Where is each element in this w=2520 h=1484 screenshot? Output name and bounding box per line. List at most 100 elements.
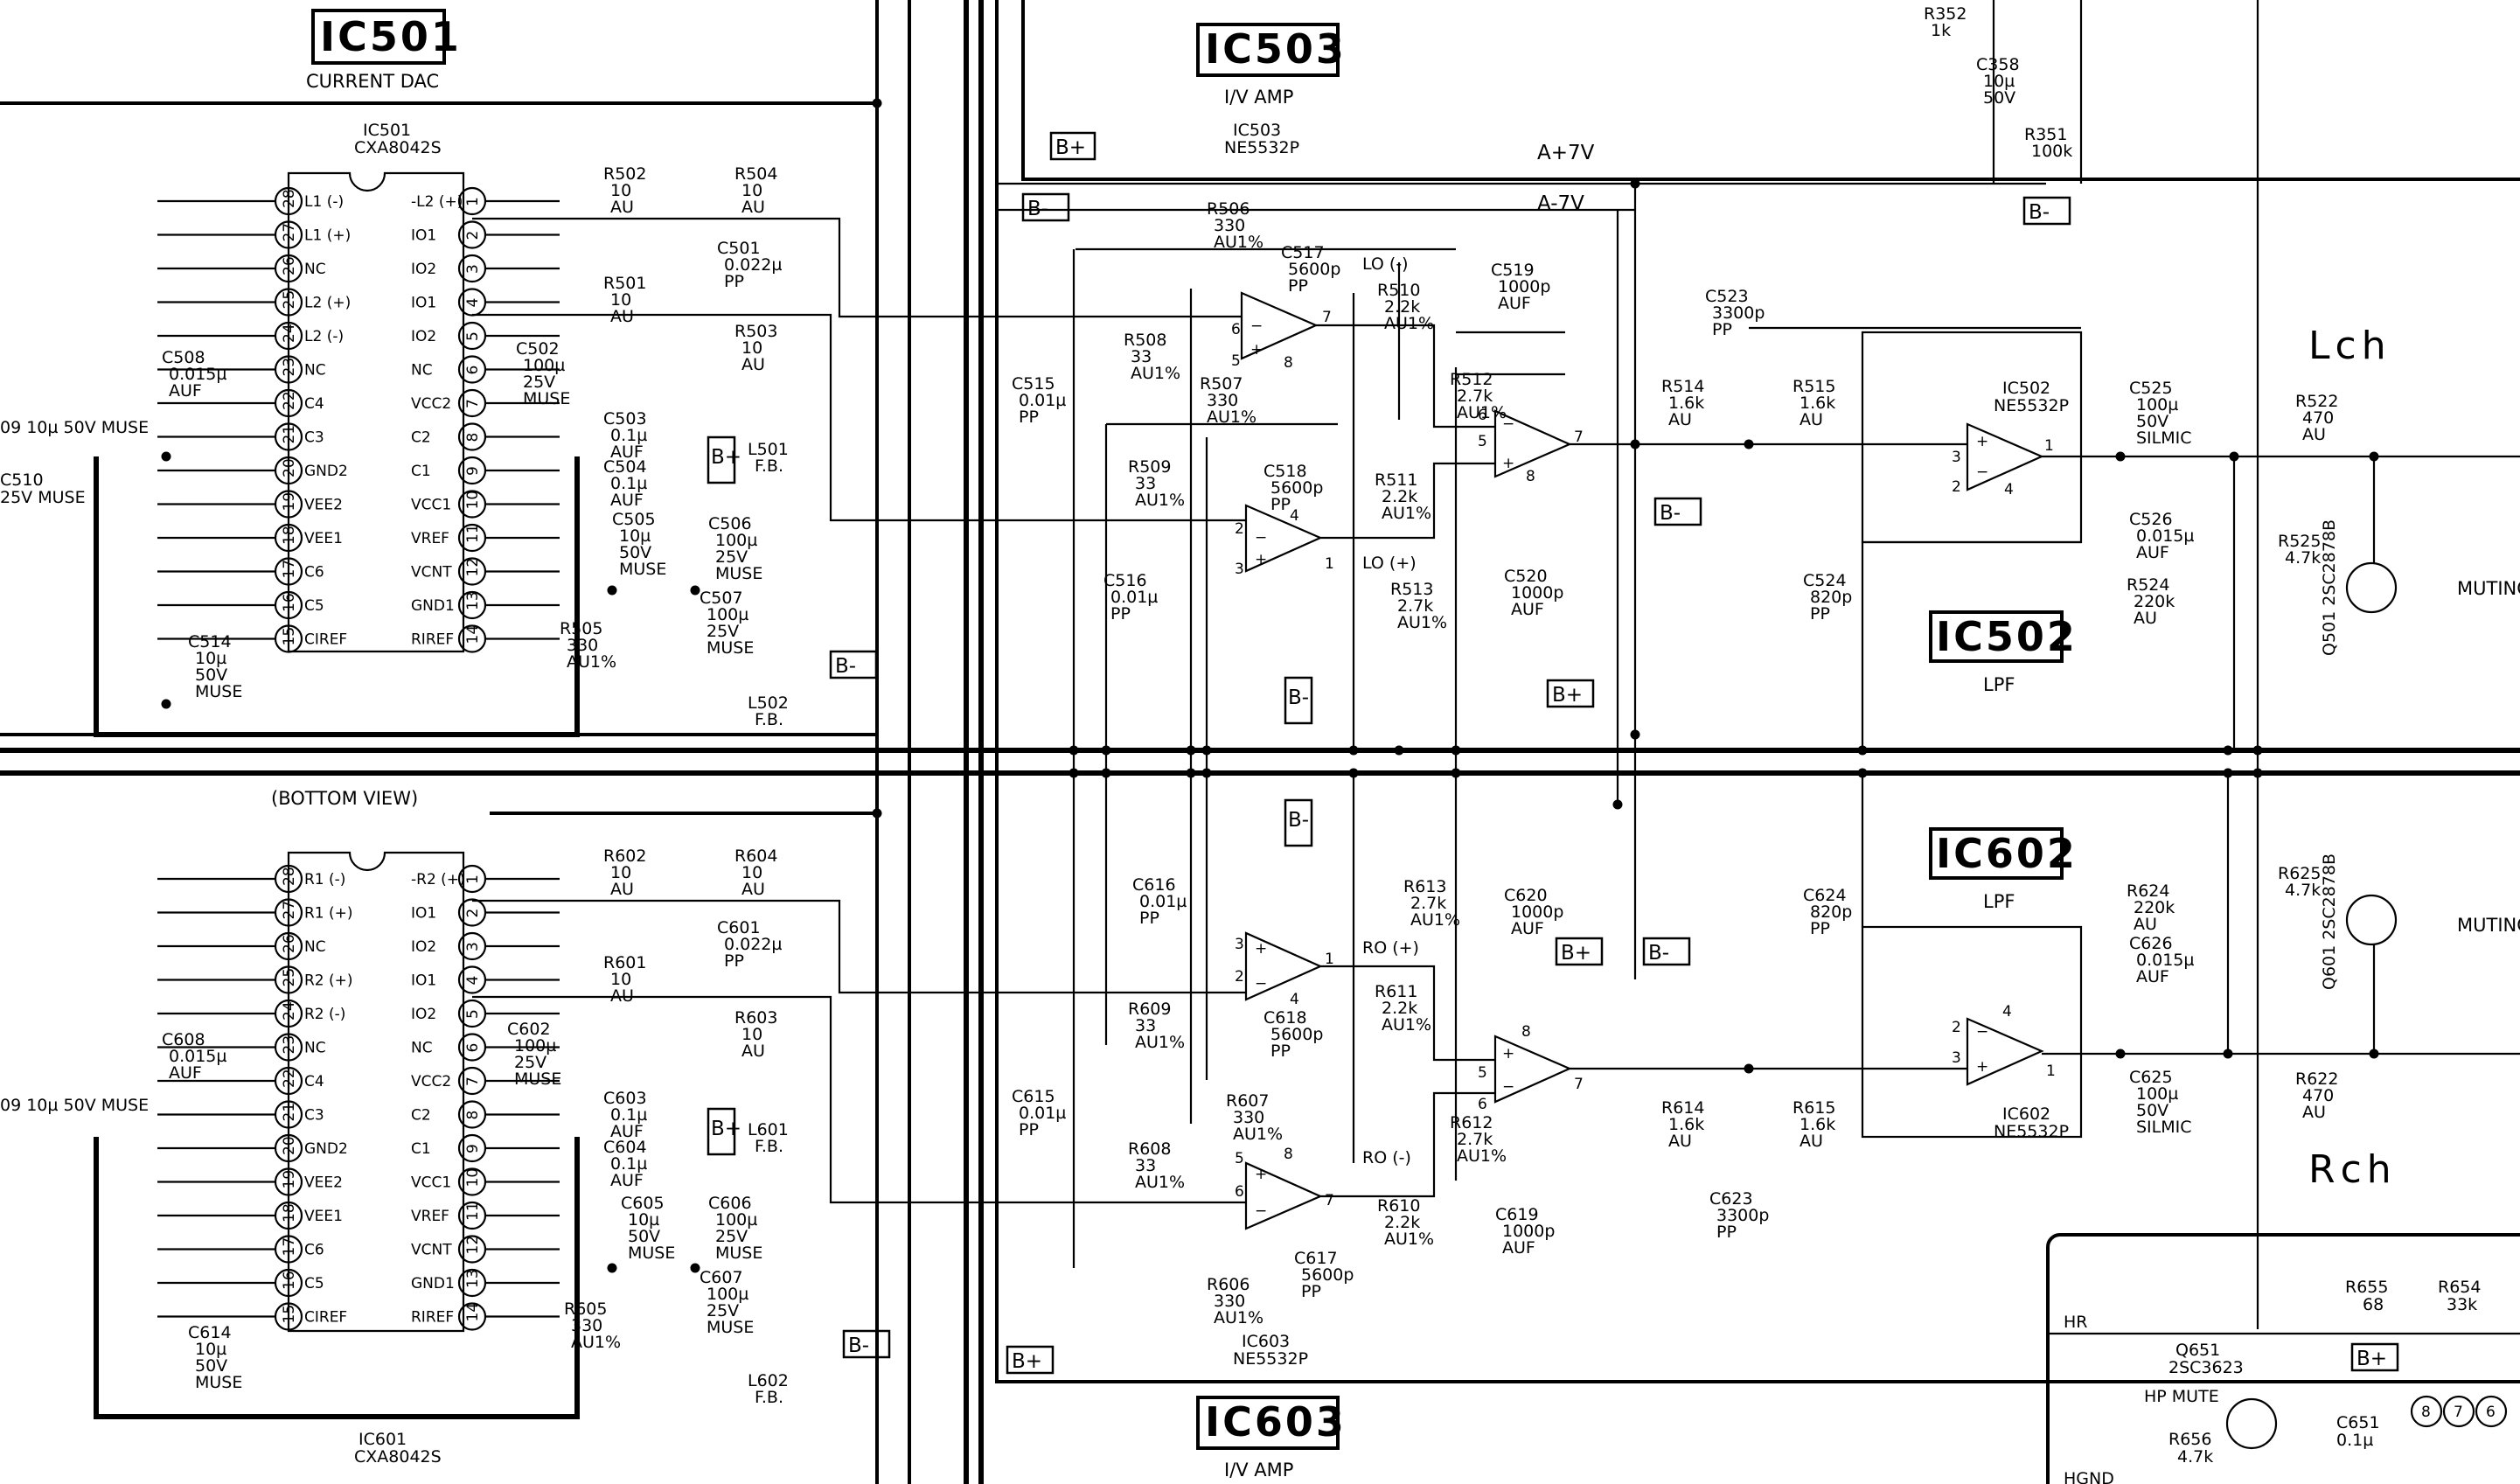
component-ref: R509 (1128, 457, 1171, 477)
ic603-ref: IC603 (1242, 1332, 1290, 1351)
component-value: 5600p (1301, 1265, 1354, 1285)
component-value: 0.01µ (1139, 892, 1187, 911)
svg-text:B-: B- (1027, 198, 1048, 220)
component-ref: L501 (748, 440, 789, 459)
output-section: Lch Rch MUTING MUTING Q501 2SC2878B Q601… (2308, 324, 2520, 1192)
junction-dot (2229, 451, 2239, 462)
svg-text:B+: B+ (1055, 136, 1086, 159)
component-value: 10 (610, 181, 631, 200)
svg-text:B-: B- (1288, 686, 1309, 709)
component-ref: R622 (2295, 1069, 2338, 1089)
dac-pin-number: 9 (464, 1144, 482, 1153)
r655-label: R655 (2345, 1278, 2388, 1297)
svg-text:−: − (1255, 1202, 1267, 1220)
component-ref: R601 (603, 953, 646, 972)
component-value: 0.015µ (169, 365, 226, 384)
component-ref: C520 (1504, 567, 1548, 586)
dac-pin-label: NC (304, 261, 326, 278)
component-ref: C605 (621, 1194, 665, 1213)
svg-text:6: 6 (1478, 407, 1487, 424)
component-ref: R505 (560, 619, 602, 638)
component-value: 10 (741, 1025, 762, 1044)
component-value: PP (1019, 1120, 1039, 1139)
component-value: AUF (2136, 967, 2169, 986)
component-ref: C501 (717, 239, 761, 258)
svg-text:4: 4 (1290, 991, 1299, 1008)
component-ref: C358 (1976, 55, 2020, 74)
q501-transistor (2345, 561, 2398, 614)
dac-pin-number: 26 (281, 934, 298, 953)
component-value: 10µ (195, 649, 226, 668)
component-ref: R352 (1924, 4, 1967, 24)
junction-dot (690, 585, 700, 596)
component-value: 50V (628, 1227, 660, 1246)
svg-text:8: 8 (1521, 1023, 1531, 1041)
component-value: 50V (1983, 88, 2015, 108)
component-value: 50V (2136, 1101, 2168, 1120)
svg-text:5: 5 (1478, 433, 1487, 450)
svg-text:1: 1 (2044, 437, 2054, 455)
dac-pin-label: IO2 (411, 1006, 436, 1023)
component-value: 10 (610, 290, 631, 310)
dac-pin-number: 14 (464, 625, 482, 644)
svg-text:B-: B- (835, 655, 856, 678)
svg-text:7: 7 (1574, 428, 1584, 446)
dac-pin-label: C6 (304, 1242, 324, 1259)
rail-neg-label: A-7V (1537, 192, 1584, 215)
component-value: 33 (1135, 474, 1156, 493)
component-ref: L602 (748, 1371, 789, 1390)
component-value: AU (2134, 609, 2157, 628)
component-value: MUSE (523, 389, 570, 408)
component-value: 10 (610, 863, 631, 882)
component-value: AUF (610, 1122, 644, 1141)
ic601-ref: IC601 (359, 1430, 407, 1449)
svg-text:4: 4 (2002, 1003, 2012, 1021)
c651-label: C651 (2336, 1413, 2380, 1432)
component-ref: R511 (1375, 470, 1417, 490)
ic501-subtitle: CURRENT DAC (306, 71, 439, 92)
component-value: 2.7k (1397, 596, 1433, 616)
svg-text:+: + (1255, 1166, 1267, 1183)
junction-dot (1630, 178, 1640, 189)
dac-pin-number: 21 (281, 1103, 298, 1122)
component-value: PP (1810, 919, 1830, 938)
component-value: MUSE (514, 1069, 561, 1089)
component-ref: C507 (700, 589, 743, 608)
junction-dot (1451, 768, 1461, 778)
junction-dot (1201, 745, 1212, 756)
ic501-partno: CXA8042S (354, 138, 442, 157)
svg-text:−: − (1502, 415, 1514, 433)
component-value: 4.7k (2285, 548, 2321, 568)
dac-pin-number: 2 (464, 231, 482, 240)
component-value: 0.01µ (1019, 1104, 1066, 1123)
dac-pin-label: C3 (304, 1107, 324, 1125)
ic501-title: IC501 (320, 13, 462, 60)
svg-text:−: − (1502, 1078, 1514, 1096)
component-ref: R603 (734, 1008, 777, 1028)
component-ref: C603 (603, 1089, 647, 1108)
component-value: 330 (571, 1316, 602, 1335)
lo-plus-label: LO (+) (1362, 554, 1417, 573)
component-value: AU (1800, 1132, 1823, 1151)
svg-text:3: 3 (1952, 449, 1961, 466)
component-value: PP (1270, 495, 1291, 514)
component-ref: C625 (2129, 1068, 2173, 1087)
